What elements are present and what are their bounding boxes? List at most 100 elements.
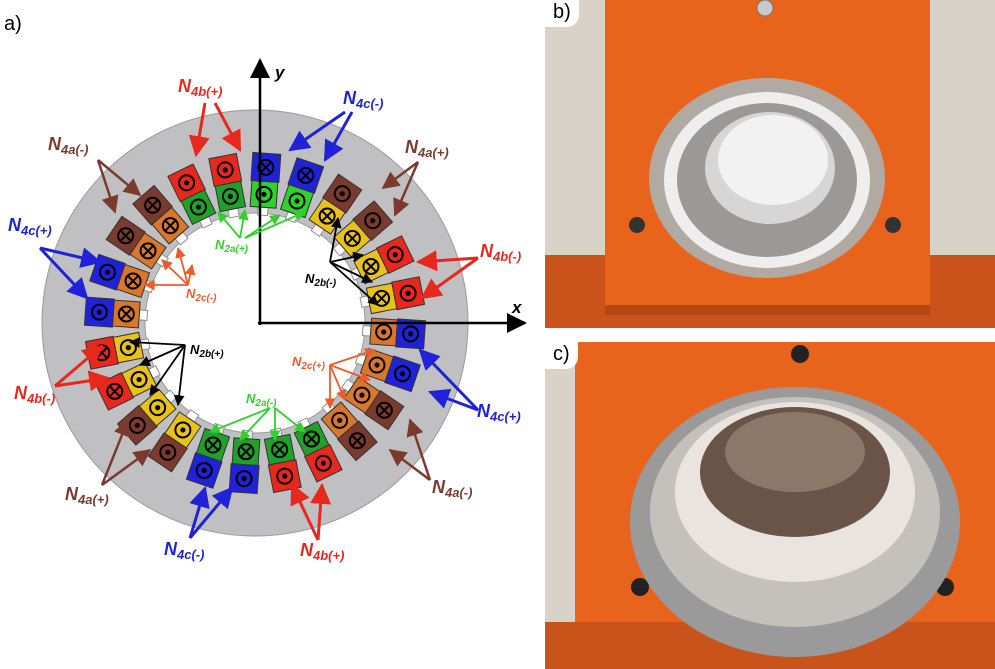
stator-slot (83, 296, 149, 329)
winding-arrow (101, 448, 152, 487)
current-direction-outer (386, 246, 404, 264)
current-direction-outer (90, 303, 108, 321)
winding-arrow (381, 160, 419, 190)
winding-arrow (244, 210, 306, 239)
winding-arrow (188, 485, 210, 539)
label-n4a-minus-left: N4a(-) (48, 134, 88, 157)
current-direction-outer (98, 263, 116, 281)
winding-arrow (323, 111, 354, 162)
stator-slot (167, 163, 217, 229)
stator-housing-angle-illustration (545, 342, 995, 669)
photo-stator-housing-front: b) (545, 0, 995, 328)
current-direction-outer (216, 161, 234, 179)
winding-arrow (128, 337, 186, 348)
winding-arrow (188, 102, 210, 158)
slot-opening (361, 325, 372, 337)
winding-labels: N4b(+) N4c(-) N4a(-) N4a(+) N4c(+) N4b(-… (8, 76, 521, 563)
winding-arrow (38, 246, 89, 300)
current-direction-inner (174, 421, 192, 439)
label-n4b-minus-left: N4b(-) (14, 383, 55, 406)
winding-arrow (175, 246, 189, 286)
label-n2a-plus: N2a(+) (215, 237, 249, 255)
winding-arrow (188, 486, 234, 539)
current-direction-outer (402, 325, 420, 343)
current-direction-inner (288, 192, 306, 210)
winding-arrow (393, 161, 420, 217)
current-direction-inner (353, 386, 371, 404)
current-direction-outer (297, 166, 315, 184)
winding-arrow (217, 211, 241, 239)
current-direction-outer (117, 227, 135, 245)
winding-arrow (329, 347, 377, 366)
panel-label-a: a) (4, 13, 22, 35)
current-direction-inner (149, 399, 167, 417)
current-direction-inner (303, 430, 321, 448)
current-direction-outer (106, 382, 124, 400)
x-axis-label: x (511, 298, 523, 317)
winding-arrow (329, 216, 342, 263)
winding-arrow (184, 263, 196, 286)
slot-opening (138, 309, 149, 321)
winding-arrow (406, 418, 432, 481)
current-direction-outer (195, 462, 213, 480)
label-n4b-plus-top: N4b(+) (178, 76, 222, 99)
current-direction-inner (161, 217, 179, 235)
stator-slots (83, 151, 427, 495)
winding-arrow (329, 261, 379, 306)
winding-arrow (329, 364, 347, 401)
photo-stator-housing-angle: c) (545, 342, 995, 669)
current-direction-inner (368, 356, 386, 374)
y-axis-label: y (274, 63, 286, 82)
winding-arrow (310, 482, 332, 541)
label-n2c-minus: N2c(-) (186, 286, 217, 304)
winding-arrow (54, 370, 111, 392)
winding-arrow (388, 448, 431, 481)
winding-arrow (418, 348, 480, 412)
label-n4a-plus-bottom: N4a(+) (65, 484, 109, 507)
current-direction-outer (144, 196, 162, 214)
label-n4b-minus-right: N4b(-) (480, 241, 521, 264)
current-direction-outer (399, 284, 417, 302)
current-direction-outer (235, 470, 253, 488)
current-direction-outer (276, 467, 294, 485)
winding-arrow (237, 208, 249, 239)
winding-arrow (208, 407, 271, 434)
label-n4c-minus-top: N4c(-) (343, 88, 383, 111)
current-direction-inner (117, 305, 135, 323)
current-direction-inner (130, 371, 148, 389)
current-direction-inner (139, 242, 157, 260)
winding-arrow (274, 407, 306, 433)
current-direction-outer (178, 174, 196, 192)
current-direction-inner (204, 436, 222, 454)
winding-arrow (288, 110, 346, 152)
stator-slot (361, 317, 427, 350)
winding-arrow (96, 159, 119, 214)
current-direction-inner (331, 411, 349, 429)
current-direction-outer (364, 212, 382, 230)
current-direction-inner (343, 229, 361, 247)
winding-arrow (415, 250, 479, 272)
label-n4c-plus-left: N4c(+) (8, 215, 52, 238)
winding-arrow (290, 483, 320, 541)
current-direction-outer (257, 158, 275, 176)
current-direction-inner (189, 198, 207, 216)
current-direction-outer (394, 365, 412, 383)
current-direction-outer (159, 443, 177, 461)
current-direction-outer (314, 454, 332, 472)
winding-arrow (149, 344, 186, 396)
winding-arrow (329, 261, 373, 283)
current-direction-inner (375, 323, 393, 341)
winding-arrow (54, 344, 104, 388)
current-direction-inner (318, 207, 336, 225)
label-n2b-minus: N2b(-) (305, 271, 337, 289)
winding-arrow (420, 256, 479, 300)
winding-arrow (100, 418, 131, 486)
winding-arrow (139, 344, 186, 366)
current-direction-inner (271, 441, 289, 459)
current-direction-outer (348, 432, 366, 450)
stator-winding-diagram: a) y x N4b(+) N4c(-) N4a(-) N4a(+) N4c(+… (4, 13, 527, 563)
stator-slot (228, 429, 261, 495)
label-n4c-plus-right: N4c(+) (477, 401, 521, 424)
label-n2b-plus: N2b(+) (190, 342, 224, 360)
current-direction-inner (255, 185, 273, 203)
